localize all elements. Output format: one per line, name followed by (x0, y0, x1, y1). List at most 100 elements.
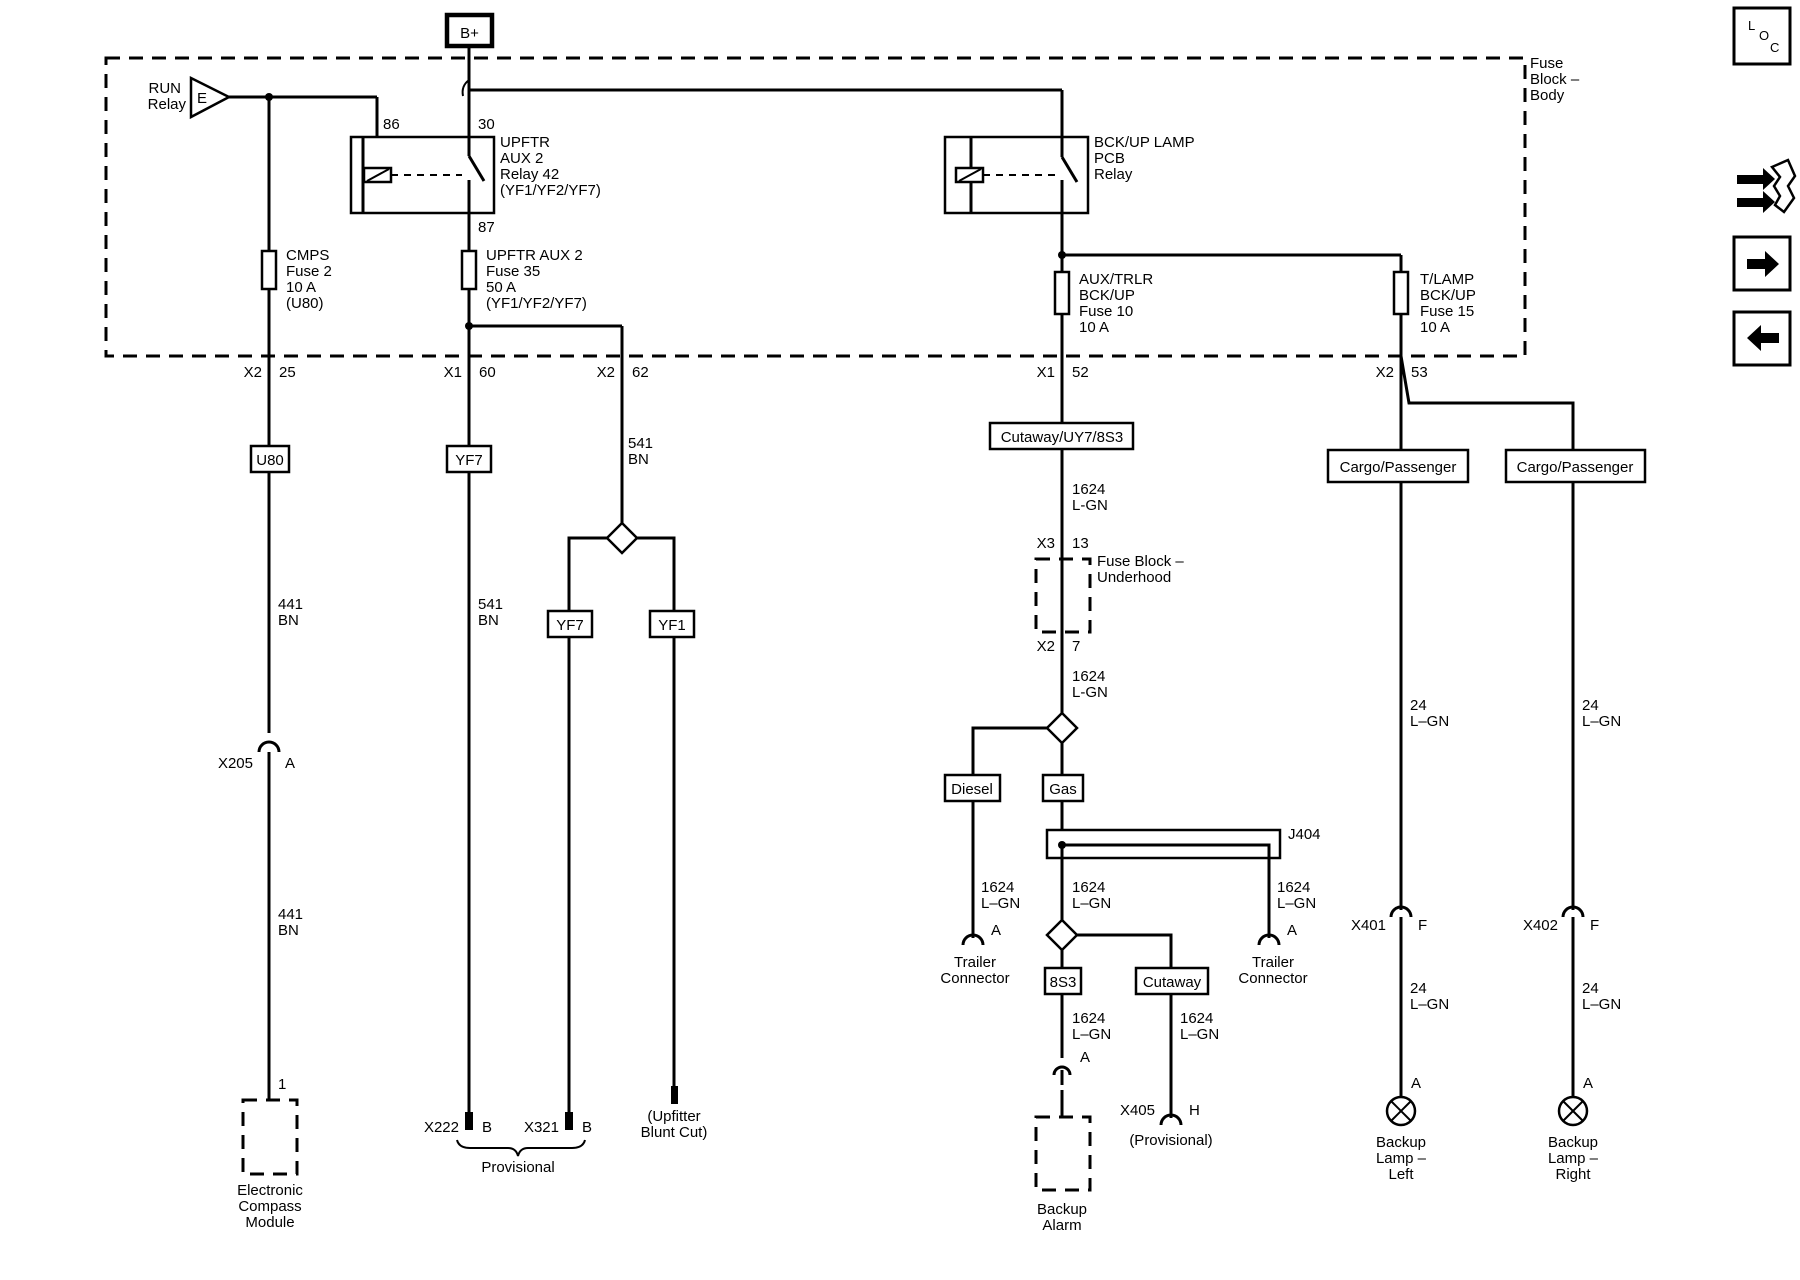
run-relay-pin: E (197, 90, 207, 107)
wire-number: 24 (1582, 980, 1599, 997)
x402-connector (1561, 905, 1585, 918)
backup-lamp-left (1385, 1095, 1417, 1127)
component-label: Trailer (954, 954, 996, 971)
wire-number: 1624 (1072, 879, 1105, 896)
fuse-label: CMPS (286, 247, 329, 264)
fuse-label: 10 A (1079, 319, 1109, 336)
upftr-relay-label: (YF1/YF2/YF7) (500, 182, 601, 199)
connector-pin: F (1418, 917, 1427, 934)
relay-pin-label: 87 (478, 219, 495, 236)
fuse-tlamp (1392, 270, 1410, 316)
option-label: YF1 (658, 617, 686, 634)
wire-color: L–GN (1277, 895, 1316, 912)
component-label: Backup (1548, 1134, 1598, 1151)
connector-label: X205 (218, 755, 253, 772)
wire-number: 1624 (1180, 1010, 1213, 1027)
wire-number: 441 (278, 596, 303, 613)
component-label: Backup (1376, 1134, 1426, 1151)
connector-label: X402 (1523, 917, 1558, 934)
connector-label: X222 (424, 1119, 459, 1136)
fuse-label: 50 A (486, 279, 516, 296)
wire-number: 24 (1410, 980, 1427, 997)
option-label: YF7 (556, 617, 584, 634)
fuse-label: AUX/TRLR (1079, 271, 1153, 288)
connector-pin: 7 (1072, 638, 1080, 655)
power-label: B+ (460, 25, 479, 42)
connector-label: X1 (444, 364, 462, 381)
option-label: Diesel (951, 781, 993, 798)
wire-color: BN (628, 451, 649, 468)
component-label: Alarm (1042, 1217, 1081, 1234)
arrow-left-icon (1747, 325, 1779, 351)
trailer-connector-right (1257, 933, 1281, 946)
component-label: Module (245, 1214, 294, 1231)
connector-pin: A (1411, 1075, 1421, 1092)
blunt-cut-end (671, 1086, 678, 1104)
upfitter-circuit: UPFTR AUX 2 Fuse 35 50 A (YF1/YF2/YF7) X… (424, 247, 707, 1176)
component-label: Connector (1238, 970, 1307, 987)
fuse-aux-trlr (1053, 270, 1071, 316)
previous-page-button[interactable] (1732, 310, 1792, 367)
provisional-brace (456, 1139, 586, 1157)
next-page-button[interactable] (1732, 235, 1792, 292)
connector-pin: A (991, 922, 1001, 939)
backup-alarm (1034, 1115, 1092, 1192)
component-label: Trailer (1252, 954, 1294, 971)
wire-number: 541 (478, 596, 503, 613)
x222-connector (465, 1112, 473, 1130)
connector-label: X2 (1376, 364, 1394, 381)
splice-diamond (605, 521, 639, 555)
component-label: Backup (1037, 1201, 1087, 1218)
inline-connector-x205 (257, 740, 281, 753)
backup-relay-label: BCK/UP LAMP (1094, 134, 1195, 151)
compass-circuit: CMPS Fuse 2 10 A (U80) X2 25 U80 441 BN … (218, 97, 332, 1231)
wire-number: 441 (278, 906, 303, 923)
wire-color: L–GN (1410, 713, 1449, 730)
connector-label: X1 (1037, 364, 1055, 381)
wire-color: L–GN (1180, 1026, 1219, 1043)
connector-pin: H (1189, 1102, 1200, 1119)
component-label: (Provisional) (1129, 1132, 1212, 1149)
backup-lamp-circuit: T/LAMP BCK/UP Fuse 15 10 A X2 53 Cargo/P… (1326, 255, 1647, 1183)
connector-label: X3 (1037, 535, 1055, 552)
relay-pin-label: 86 (383, 116, 400, 133)
connector-label: X321 (524, 1119, 559, 1136)
connector-pin: 1 (278, 1076, 286, 1093)
wire-color: L-GN (1072, 684, 1108, 701)
option-label: Cargo/Passenger (1517, 459, 1634, 476)
fuse-block-body-label: Body (1530, 87, 1565, 104)
option-label: Cargo/Passenger (1340, 459, 1457, 476)
run-relay-label: RUN (149, 80, 182, 97)
option-label: Gas (1049, 781, 1077, 798)
component-label: (Upfitter (647, 1108, 700, 1125)
wire-number: 1624 (1072, 1010, 1105, 1027)
fuse-block-body: Fuse Block – Body (104, 55, 1580, 358)
fuse-upftr (460, 249, 478, 291)
wire-color: L–GN (1582, 713, 1621, 730)
connector-pin: 60 (479, 364, 496, 381)
fuse-label: BCK/UP (1420, 287, 1476, 304)
fuse-label: Fuse 10 (1079, 303, 1133, 320)
component-label: Lamp – (1548, 1150, 1599, 1167)
connector-pin: 62 (632, 364, 649, 381)
wire-number: 541 (628, 435, 653, 452)
wire-crossover (461, 79, 470, 97)
option-label: Cutaway (1143, 974, 1202, 991)
location-button[interactable]: L O C (1732, 6, 1792, 66)
connector-pin: A (1287, 922, 1297, 939)
fuse-cmps (260, 249, 278, 291)
connector-label: X2 (1037, 638, 1055, 655)
component-label: Blunt Cut) (641, 1124, 708, 1141)
connector-pin: F (1590, 917, 1599, 934)
component-label: Lamp – (1376, 1150, 1427, 1167)
upftr-relay-label: UPFTR (500, 134, 550, 151)
connector-view-icon[interactable] (1737, 158, 1797, 214)
wire-number: 1624 (981, 879, 1014, 896)
x401-connector (1389, 905, 1413, 918)
connector-pin: 25 (279, 364, 296, 381)
upftr-relay-label: AUX 2 (500, 150, 543, 167)
component-label: Connector (940, 970, 1009, 987)
option-box (1326, 448, 1470, 484)
arrow-right-icon (1747, 251, 1779, 277)
